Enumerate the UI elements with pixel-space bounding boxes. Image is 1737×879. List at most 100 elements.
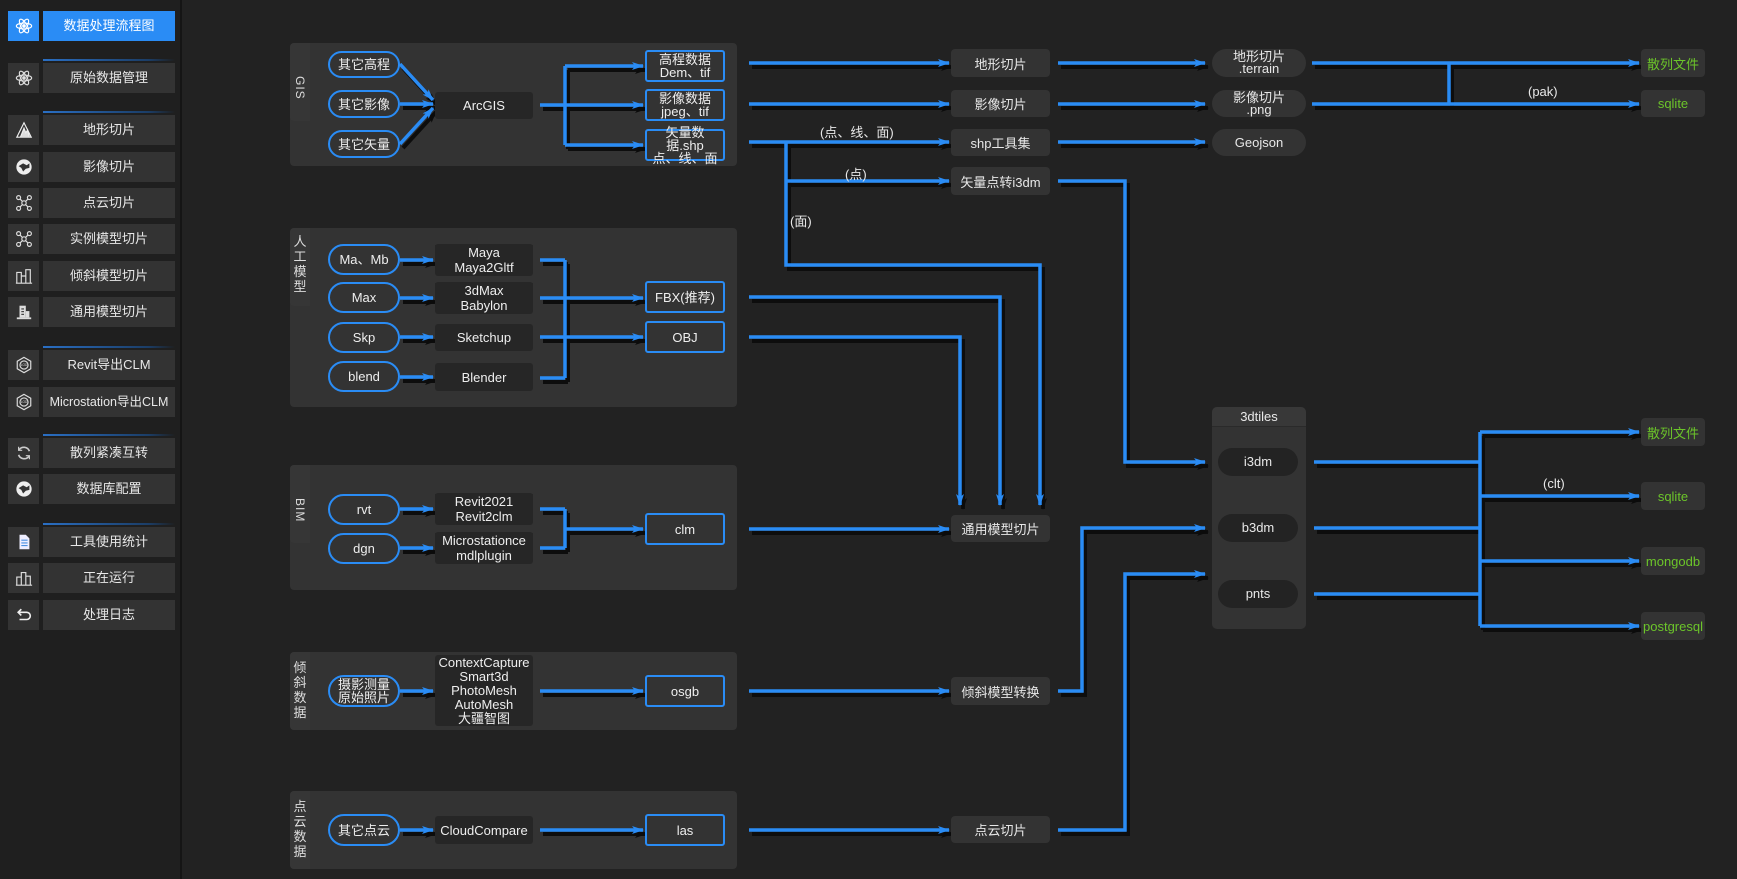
point-cloud-icon	[8, 224, 39, 254]
storage-hash-files-top[interactable]: 散列文件	[1641, 49, 1705, 77]
storage-mongodb[interactable]: mongodb	[1641, 547, 1705, 575]
tool-photogrammetry-suite[interactable]: ContextCapture Smart3d PhotoMesh AutoMes…	[435, 655, 533, 726]
group-tab-label: 人工模型	[293, 234, 307, 294]
input-ma-mb[interactable]: Ma、Mb	[328, 244, 400, 275]
product-line: .terrain	[1238, 61, 1280, 76]
tool-sketchup[interactable]: Sketchup	[435, 324, 533, 351]
product-terrain[interactable]: 地形切片.terrain	[1212, 49, 1306, 77]
process-imagery-tiling[interactable]: 影像切片	[951, 90, 1050, 117]
output-osgb[interactable]: osgb	[645, 675, 725, 707]
tool-line: mdlplugin	[456, 548, 512, 563]
storage-hash-files[interactable]: 散列文件	[1641, 418, 1705, 446]
input-other-vector[interactable]: 其它矢量	[328, 130, 400, 158]
sidebar-item-imagery-tiling[interactable]: 影像切片	[8, 152, 175, 182]
output-line: 矢量数据.shp	[665, 124, 705, 153]
product-geojson[interactable]: Geojson	[1212, 129, 1306, 156]
tool-line: Maya	[435, 245, 533, 260]
input-dgn[interactable]: dgn	[328, 533, 400, 564]
storage-sqlite-top[interactable]: sqlite	[1641, 90, 1705, 117]
sidebar-item-oblique-model-tiling[interactable]: 倾斜模型切片	[8, 261, 175, 291]
process-terrain-tiling[interactable]: 地形切片	[951, 49, 1050, 77]
svg-text:LOD: LOD	[20, 400, 27, 404]
edge-label-pak: (pak)	[1528, 84, 1558, 99]
bar-chart-icon	[8, 563, 39, 593]
tool-line: 3dMax	[435, 283, 533, 298]
sidebar-divider	[43, 434, 175, 436]
input-other-imagery[interactable]: 其它影像	[328, 90, 400, 118]
process-shp-toolkit[interactable]: shp工具集	[951, 129, 1050, 156]
edge-label-face: (面)	[790, 214, 812, 229]
buildings-icon	[8, 261, 39, 291]
sidebar-item-microstation-export-clm[interactable]: LOD Microstation导出CLM	[8, 387, 175, 417]
sidebar-item-flowchart[interactable]: 数据处理流程图	[8, 11, 175, 41]
input-blend[interactable]: blend	[328, 361, 400, 392]
sidebar-item-processing-log[interactable]: 处理日志	[8, 600, 175, 630]
input-rvt[interactable]: rvt	[328, 494, 400, 525]
process-vector-point-to-i3dm[interactable]: 矢量点转i3dm	[951, 167, 1050, 195]
sidebar-item-label: 散列紧凑互转	[43, 438, 175, 468]
sidebar-item-terrain-tiling[interactable]: 地形切片	[8, 115, 175, 145]
sidebar-item-label: 点云切片	[43, 188, 175, 218]
sidebar-item-pointcloud-tiling[interactable]: 点云切片	[8, 188, 175, 218]
sidebar-item-label: 影像切片	[43, 152, 175, 182]
product-imagery[interactable]: 影像切片.png	[1212, 90, 1306, 117]
wire-i3dmproc-i3dm	[1058, 179, 1206, 466]
group-tab-oblique: 倾斜数据	[290, 652, 310, 730]
wire-fbx	[749, 295, 1004, 506]
tool-line: Smart3d	[459, 668, 509, 684]
output-las[interactable]: las	[645, 814, 725, 846]
wire-pctiling-pnts-shadow	[1061, 574, 1209, 836]
sidebar-item-hash-compact-convert[interactable]: 散列紧凑互转	[8, 438, 175, 468]
tool-cloudcompare[interactable]: CloudCompare	[435, 816, 533, 844]
sidebar-divider	[43, 59, 175, 61]
atom-icon	[8, 11, 39, 41]
group-tab-bim: BIM	[290, 465, 310, 543]
edge-label-point: (点)	[845, 167, 867, 182]
lod-hexagon-icon: LOD	[8, 350, 39, 380]
input-skp[interactable]: Skp	[328, 322, 400, 353]
sidebar-divider	[43, 523, 175, 525]
input-other-pointcloud[interactable]: 其它点云	[328, 814, 400, 846]
tiles-item-b3dm[interactable]: b3dm	[1218, 514, 1298, 542]
process-oblique-conversion[interactable]: 倾斜模型转换	[951, 677, 1050, 705]
input-max[interactable]: Max	[328, 282, 400, 313]
wire-obj-shadow	[752, 339, 967, 510]
tool-blender[interactable]: Blender	[435, 363, 533, 391]
storage-sqlite[interactable]: sqlite	[1641, 482, 1705, 510]
sidebar-item-tool-usage-stats[interactable]: 工具使用统计	[8, 527, 175, 557]
process-pointcloud-tiling[interactable]: 点云切片	[951, 816, 1050, 843]
sidebar-item-revit-export-clm[interactable]: LOD Revit导出CLM	[8, 350, 175, 380]
output-fbx[interactable]: FBX(推荐)	[645, 281, 725, 313]
sidebar-item-label: 处理日志	[43, 600, 175, 630]
sidebar-item-label: Revit导出CLM	[43, 350, 175, 380]
tool-line: 大疆智图	[457, 710, 510, 726]
sidebar-item-running[interactable]: 正在运行	[8, 563, 175, 593]
wire-i3dmproc-i3dm-shadow	[1061, 183, 1209, 470]
input-photogrammetry[interactable]: 摄影测量原始照片	[328, 675, 400, 707]
storage-postgresql[interactable]: postgresql	[1641, 612, 1705, 640]
sidebar-item-label: 数据处理流程图	[43, 11, 175, 41]
tiles-item-i3dm[interactable]: i3dm	[1218, 448, 1298, 476]
tool-arcgis[interactable]: ArcGIS	[435, 92, 533, 119]
output-line: 高程数据	[658, 52, 711, 67]
sidebar-item-database-config[interactable]: 数据库配置	[8, 474, 175, 504]
sidebar-item-label: Microstation导出CLM	[43, 387, 175, 417]
input-other-elevation[interactable]: 其它高程	[328, 51, 400, 78]
process-general-model-tiling[interactable]: 通用模型切片	[951, 515, 1050, 542]
output-clm[interactable]: clm	[645, 513, 725, 545]
sidebar-item-general-model-tiling[interactable]: 通用模型切片	[8, 297, 175, 327]
output-obj[interactable]: OBJ	[645, 321, 725, 353]
input-line: 摄影测量	[337, 677, 390, 692]
sidebar-item-instance-model-tiling[interactable]: 实例模型切片	[8, 224, 175, 254]
wire-pctiling-pnts	[1058, 570, 1206, 832]
tool-line: Maya2Gltf	[454, 260, 514, 275]
sidebar-item-raw-data[interactable]: 原始数据管理	[8, 63, 175, 93]
tiles-item-pnts[interactable]: pnts	[1218, 580, 1298, 608]
